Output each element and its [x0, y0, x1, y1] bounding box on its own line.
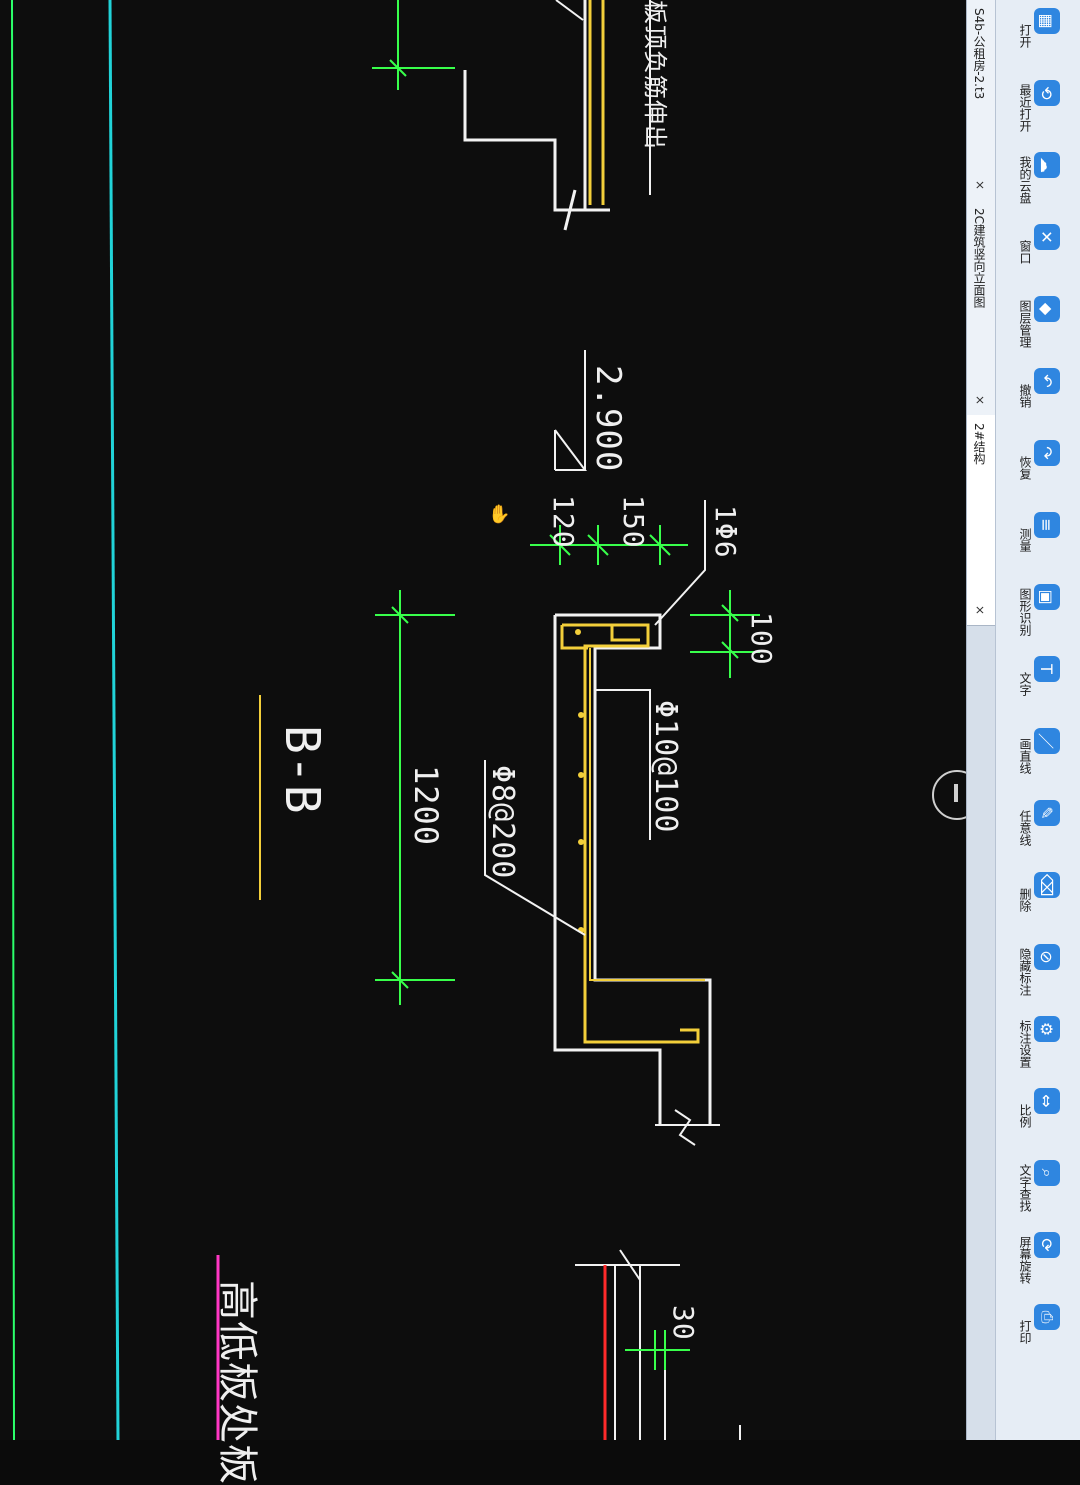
cad-drawing: ✋	[11, 0, 760, 1440]
rebar-note-vertical: Φ10@100	[648, 700, 683, 834]
search-icon: ⌕	[1034, 1160, 1060, 1186]
toolbar-undo[interactable]: ↶ 撤销	[998, 360, 1078, 430]
print-icon: ⎙	[1034, 1304, 1060, 1330]
dim-120: 120	[547, 495, 580, 549]
cyan-guide-line	[108, 0, 120, 1440]
line-icon: ／	[1034, 728, 1060, 754]
tab-3-active[interactable]: 2#结构 ×	[967, 415, 995, 626]
toolbar-pen[interactable]: ✎ 任意线	[998, 792, 1078, 862]
toolbar-label: 屏幕旋转	[1018, 1236, 1032, 1284]
toolbar-label: 画直线	[1018, 738, 1032, 774]
section-label: B-B	[274, 725, 330, 815]
rotate-icon: ⟳	[1034, 1232, 1060, 1258]
redo-icon: ↷	[1034, 440, 1060, 466]
top-note: 板顶负筋伸出	[641, 0, 669, 150]
hand-cursor-icon: ✋	[488, 503, 510, 525]
tab-title: 2C建筑竖向立面图	[972, 208, 986, 309]
dim-150: 150	[617, 495, 650, 549]
close-icon[interactable]: ×	[973, 605, 987, 616]
hide-icon: ⊘	[1034, 944, 1060, 970]
document-tabs: S4b-公租房-2.t3 × 2C建筑竖向立面图 × 2#结构 ×	[966, 0, 995, 1440]
rebar-note-top: 1Φ6	[709, 505, 742, 559]
edge-line	[11, 0, 15, 1440]
toolbar-label: 打开	[1018, 24, 1032, 48]
toolbar-rotate[interactable]: ⟳ 屏幕旋转	[998, 1224, 1078, 1294]
toolbar-label: 最近打开	[1018, 84, 1032, 132]
right-toolbar: ▦ 打开 ⟲ 最近打开 ☁ 我的云盘 ✕ 窗口 ◆ 图层管理 ↶ 撤销 ↷ 恢复…	[995, 0, 1080, 1440]
text-icon: T	[1034, 656, 1060, 682]
toolbar-label: 我的云盘	[1018, 156, 1032, 204]
toolbar-line[interactable]: ／ 画直线	[998, 720, 1078, 790]
toolbar-scale[interactable]: ⇔ 比例	[998, 1080, 1078, 1150]
toolbar-label: 窗口	[1018, 240, 1032, 264]
toolbar-recent[interactable]: ⟲ 最近打开	[998, 72, 1078, 142]
toolbar-cloud[interactable]: ☁ 我的云盘	[998, 144, 1078, 214]
folder-icon: ▦	[1034, 8, 1060, 34]
dim-1200: 1200	[407, 765, 445, 847]
tab-title: 2#结构	[972, 423, 986, 465]
toolbar-label: 打印	[1018, 1320, 1032, 1344]
toolbar-label: 文字查找	[1018, 1164, 1032, 1212]
cloud-icon: ☁	[1034, 152, 1060, 178]
toolbar-redo[interactable]: ↷ 恢复	[998, 432, 1078, 502]
section-bb	[259, 350, 760, 1146]
toolbar-label: 删除	[1018, 888, 1032, 912]
bottom-detail	[216, 1249, 741, 1440]
rebar-note-horizontal: Φ8@200	[485, 765, 520, 880]
bottom-note: 高低板处板	[214, 1280, 260, 1485]
toolbar-label: 文字	[1018, 672, 1032, 696]
toolbar-label: 隐藏标注	[1018, 948, 1032, 996]
toolbar-recognize[interactable]: ▣ 图形识别	[998, 576, 1078, 646]
toolbar-settings[interactable]: ⚙ 标注设置	[998, 1008, 1078, 1078]
undo-icon: ↶	[1034, 368, 1060, 394]
toolbar-search[interactable]: ⌕ 文字查找	[998, 1152, 1078, 1222]
window-icon: ✕	[1034, 224, 1060, 250]
tab-2[interactable]: 2C建筑竖向立面图 ×	[967, 200, 995, 416]
erase-icon: ⌫	[1034, 872, 1060, 898]
toolbar-measure[interactable]: ≡ 测量	[998, 504, 1078, 574]
toolbar-label: 标注设置	[1018, 1020, 1032, 1068]
scale-icon: ⇔	[1034, 1088, 1060, 1114]
toolbar-label: 撤销	[1018, 384, 1032, 408]
tab-1[interactable]: S4b-公租房-2.t3 ×	[967, 0, 995, 201]
close-icon[interactable]: ×	[973, 180, 987, 191]
settings-icon: ⚙	[1034, 1016, 1060, 1042]
elevation-text: 2.900	[588, 365, 628, 473]
toolbar-label: 比例	[1018, 1104, 1032, 1128]
dim-30: 30	[667, 1305, 700, 1341]
recognize-icon: ▣	[1034, 584, 1060, 610]
layers-icon: ◆	[1034, 296, 1060, 322]
toolbar-label: 恢复	[1018, 456, 1032, 480]
toolbar-print[interactable]: ⎙ 打印	[998, 1296, 1078, 1366]
toolbar-window[interactable]: ✕ 窗口	[998, 216, 1078, 286]
toolbar-open[interactable]: ▦ 打开	[998, 0, 1078, 70]
toolbar-label: 任意线	[1018, 810, 1032, 846]
toolbar-label: 图形识别	[1018, 588, 1032, 636]
toolbar-label: 图层管理	[1018, 300, 1032, 348]
pen-icon: ✎	[1034, 800, 1060, 826]
toolbar-erase[interactable]: ⌫ 删除	[998, 864, 1078, 934]
toolbar-label: 测量	[1018, 528, 1032, 552]
recent-icon: ⟲	[1034, 80, 1060, 106]
dim-100: 100	[745, 612, 778, 666]
toolbar-text[interactable]: T 文字	[998, 648, 1078, 718]
toolbar-hide[interactable]: ⊘ 隐藏标注	[998, 936, 1078, 1006]
top-detail	[372, 0, 651, 231]
tab-title: S4b-公租房-2.t3	[972, 8, 986, 100]
measure-icon: ≡	[1034, 512, 1060, 538]
close-icon[interactable]: ×	[973, 395, 987, 406]
toolbar-layers[interactable]: ◆ 图层管理	[998, 288, 1078, 358]
